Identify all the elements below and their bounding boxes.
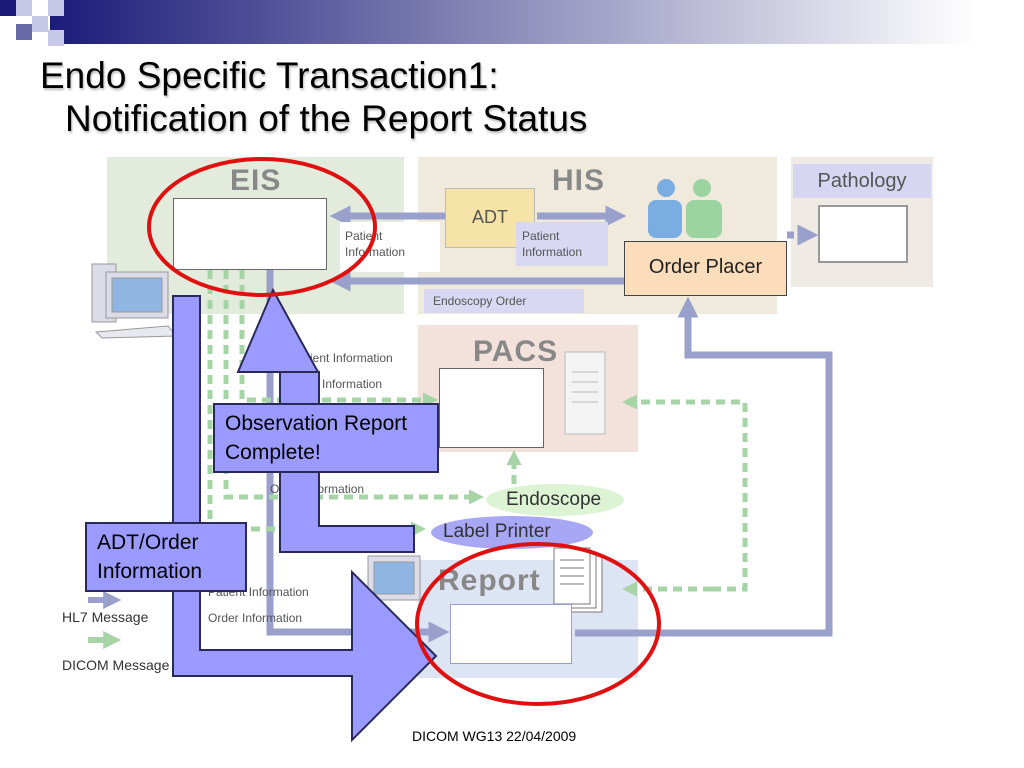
report-label: Report [438,564,541,597]
order-placer-box: Order Placer [624,241,787,296]
pacs-system-box [439,368,544,448]
label-printer-label: Label Printer [443,521,551,542]
arrow-loop-to-pacs [622,394,748,592]
eis-label: EIS [230,164,282,197]
his-label: HIS [552,164,606,197]
flow-label-pacs-patient-info: Patient Information [292,351,393,365]
endoscope-label: Endoscope [506,489,602,510]
adt-order-callout-text: ADT/Order Information [97,531,203,583]
flow-label-report-order-info: Order Information [208,611,303,625]
arrow-eis-to-pacs [239,270,438,408]
arrow-eis-to-endoscope [223,270,484,505]
pathology-label: Pathology [793,164,931,198]
flow-label-patient-info-his: Patient Information [516,222,608,266]
computer-icon-report [367,555,421,601]
observation-callout: Observation Report Complete! [213,403,439,473]
slide-title: Endo Specific Transaction1: Notification… [40,54,587,140]
header-bar [50,0,1024,44]
label-printer-node [431,516,593,549]
arrow-report-to-orderplacer [575,296,833,637]
header-squares [0,0,80,60]
eis-highlight-ring [147,157,377,297]
flow-label-endoscopy-order: Endoscopy Order [424,289,584,313]
footer-text: DICOM WG13 22/04/2009 [412,728,577,744]
legend-dicom-label: DICOM Message [62,657,170,673]
legend-hl7-label: HL7 Message [62,609,149,625]
title-line-1: Endo Specific Transaction1: [40,55,499,96]
adt-label: ADT [472,207,508,227]
report-highlight-ring [415,542,661,706]
pathology-system-box [818,205,908,263]
server-icon-pacs [564,351,606,435]
documents-icon-report [553,547,603,613]
adt-order-callout: ADT/Order Information [85,522,247,592]
observation-callout-text: Observation Report Complete! [225,412,408,464]
eis-system-box [173,198,327,270]
order-placer-label: Order Placer [648,256,763,278]
pacs-label: PACS [473,335,559,368]
observation-callout-arrow [236,287,415,553]
title-line-2: Notification of the Report Status [65,98,588,139]
people-icon-his [648,179,722,238]
endoscope-node [486,484,624,516]
adt-order-callout-arrow [172,295,438,743]
report-system-box [450,604,572,664]
